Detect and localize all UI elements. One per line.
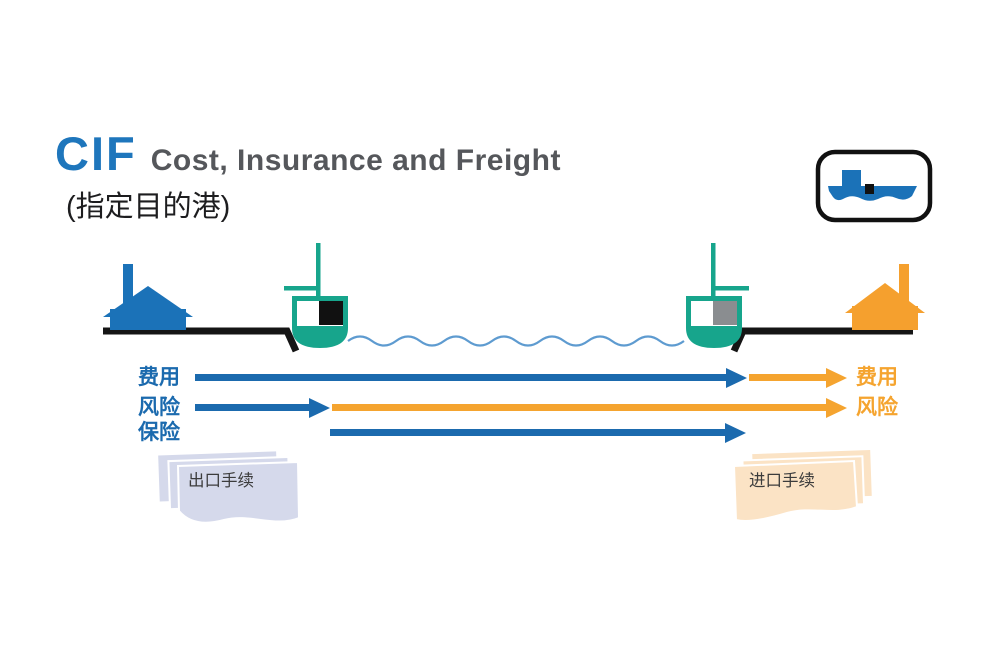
buyer-warehouse-icon [845,264,925,330]
export-docs-label: 出口手续 [188,472,254,490]
risk-arrow-seller-segment [195,404,309,411]
risk-arrow-head-orange [826,398,847,418]
import-docs-label: 进口手续 [749,472,815,490]
cost-arrow-seller-segment [195,374,726,381]
title-subtitle-chinese: (指定目的港) [66,191,231,223]
ship-funnel [865,184,874,194]
loading-port-ship-icon [284,243,348,348]
risk-arrow-buyer-segment [332,404,826,411]
seller-factory-icon [103,264,193,330]
insurance-arrow-head [725,423,746,443]
quay-line-left [103,327,300,353]
cost-arrow-buyer-segment [749,374,826,381]
sea-wave-line [347,335,685,347]
cargo-box-black [319,301,343,325]
cost-label-left: 费用 [138,366,180,389]
risk-arrow-head-blue [309,398,330,418]
export-documents-icon [156,449,301,524]
page-title: CIF Cost, Insurance and Freight [55,130,561,177]
title-acronym: CIF [55,127,137,180]
risk-label-right: 风险 [856,396,898,419]
cargo-box-gray [713,301,737,325]
cargo-ship-icon [815,149,933,223]
risk-label-left: 风险 [138,396,180,419]
cost-arrow-head-orange [826,368,847,388]
quay-line-right [730,327,913,353]
title-fullname: Cost, Insurance and Freight [150,144,561,177]
cost-label-right: 费用 [856,366,898,389]
cost-arrow-head-blue [726,368,747,388]
destination-port-ship-icon [686,243,749,348]
insurance-arrow-segment [330,429,725,436]
ship-cabin [842,170,861,186]
import-documents-icon [732,448,874,523]
insurance-label-left: 保险 [138,421,180,444]
